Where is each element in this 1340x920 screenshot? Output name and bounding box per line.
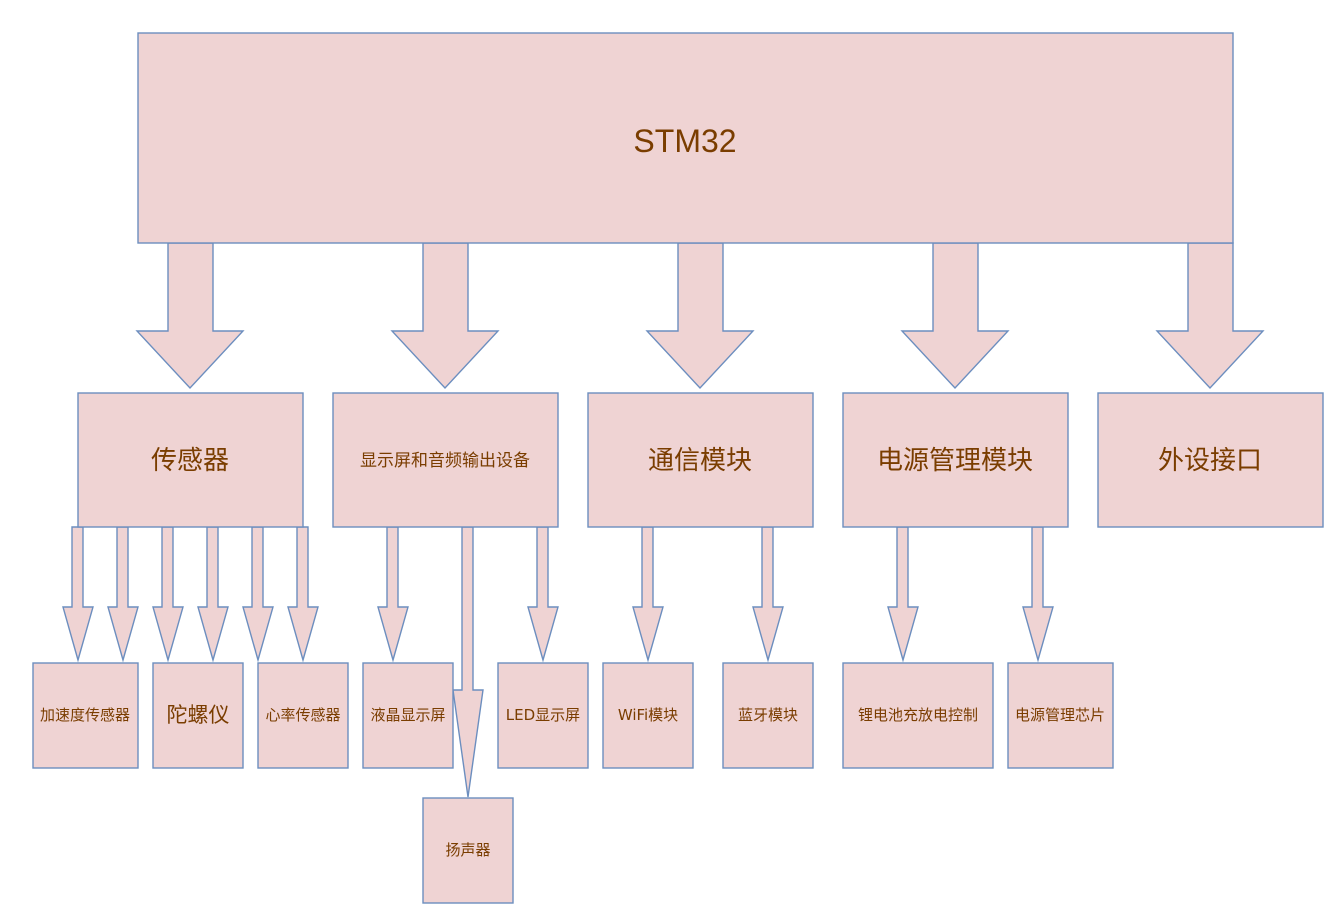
component-gyroscope: 陀螺仪: [152, 662, 244, 769]
module-communication: 通信模块: [587, 392, 814, 528]
module-display-audio: 显示屏和音频输出设备: [332, 392, 559, 528]
component-led: LED显示屏: [497, 662, 589, 769]
module-label-display-audio: 显示屏和音频输出设备: [360, 451, 530, 471]
component-label-led: LED显示屏: [506, 706, 580, 724]
component-wifi: WiFi模块: [602, 662, 694, 769]
root-node: STM32: [137, 32, 1234, 244]
component-label-heart-rate: 心率传感器: [265, 706, 340, 724]
component-label-bluetooth: 蓝牙模块: [738, 706, 798, 724]
component-speaker: 扬声器: [422, 797, 514, 904]
arrow-sensors-4: [197, 526, 229, 663]
arrow-root-to-peripheral: [1155, 242, 1265, 390]
module-power: 电源管理模块: [842, 392, 1069, 528]
root-label: STM32: [633, 123, 736, 159]
component-label-battery-control: 锂电池充放电控制: [858, 706, 978, 724]
arrow-root-to-power: [900, 242, 1010, 390]
arrow-sensors-6: [287, 526, 319, 663]
arrow-root-to-sensors: [135, 242, 245, 390]
module-label-sensors: 传感器: [151, 446, 229, 476]
module-label-communication: 通信模块: [648, 446, 752, 476]
arrow-root-to-comm: [645, 242, 755, 390]
module-arrows: [62, 526, 1054, 798]
arrow-power-chip: [1022, 526, 1054, 663]
module-label-power: 电源管理模块: [877, 446, 1033, 476]
arrow-display-led: [527, 526, 559, 663]
arrow-sensors-5: [242, 526, 274, 663]
component-heart-rate: 心率传感器: [257, 662, 349, 769]
arrow-comm-bluetooth: [752, 526, 784, 663]
root-arrows: [135, 242, 1265, 390]
component-power-chip: 电源管理芯片: [1007, 662, 1114, 769]
component-label-gyroscope: 陀螺仪: [167, 703, 230, 727]
arrow-comm-wifi: [632, 526, 664, 663]
component-battery-control: 锂电池充放电控制: [842, 662, 994, 769]
component-label-lcd: 液晶显示屏: [370, 706, 445, 724]
arrow-root-to-display: [390, 242, 500, 390]
arrow-sensors-3: [152, 526, 184, 663]
component-label-wifi: WiFi模块: [618, 706, 678, 724]
module-sensors: 传感器: [77, 392, 304, 528]
module-label-peripheral: 外设接口: [1158, 446, 1262, 476]
arrow-display-speaker: [452, 526, 484, 798]
component-lcd: 液晶显示屏: [362, 662, 454, 769]
arrow-power-battery: [887, 526, 919, 663]
arrow-display-lcd: [377, 526, 409, 663]
arrow-sensors-2: [107, 526, 139, 663]
arrow-sensors-1: [62, 526, 94, 663]
module-peripheral: 外设接口: [1097, 392, 1324, 528]
component-bluetooth: 蓝牙模块: [722, 662, 814, 769]
component-label-accelerometer: 加速度传感器: [40, 706, 130, 724]
component-accelerometer: 加速度传感器: [32, 662, 139, 769]
component-label-speaker: 扬声器: [445, 841, 490, 859]
component-label-power-chip: 电源管理芯片: [1015, 706, 1105, 724]
